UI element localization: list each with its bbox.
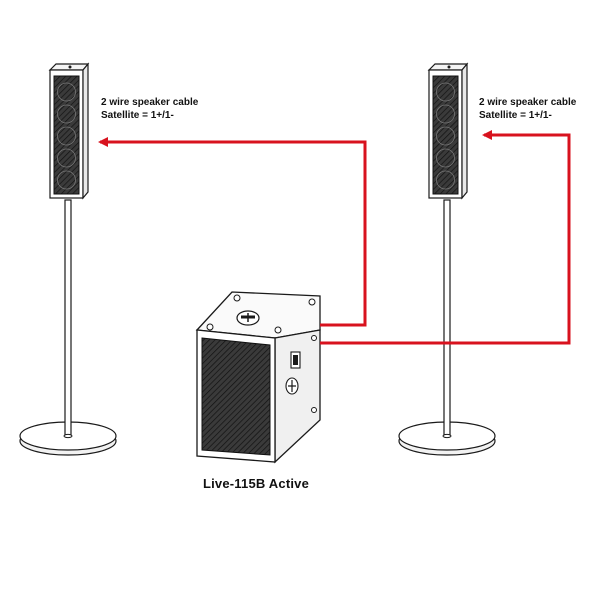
cable-label-left: 2 wire speaker cable Satellite = 1+/1- xyxy=(101,96,198,122)
column-speaker-left-icon xyxy=(48,62,90,200)
column-speaker-right-icon xyxy=(427,62,469,200)
cable-to-right-satellite xyxy=(320,130,571,345)
speaker-stand-right xyxy=(398,199,496,456)
cable-label-line1: 2 wire speaker cable xyxy=(479,97,577,108)
subwoofer-icon xyxy=(195,291,321,464)
cable-label-line2: Satellite = 1+/1- xyxy=(479,110,552,121)
cable-label-line1: 2 wire speaker cable xyxy=(101,97,199,108)
cable-label-right: 2 wire speaker cable Satellite = 1+/1- xyxy=(479,96,576,122)
cable-to-left-satellite xyxy=(98,137,367,327)
subwoofer-model-label: Live-115B Active xyxy=(202,476,310,491)
cable-label-line2: Satellite = 1+/1- xyxy=(101,110,174,121)
speaker-stand-left xyxy=(19,199,117,456)
